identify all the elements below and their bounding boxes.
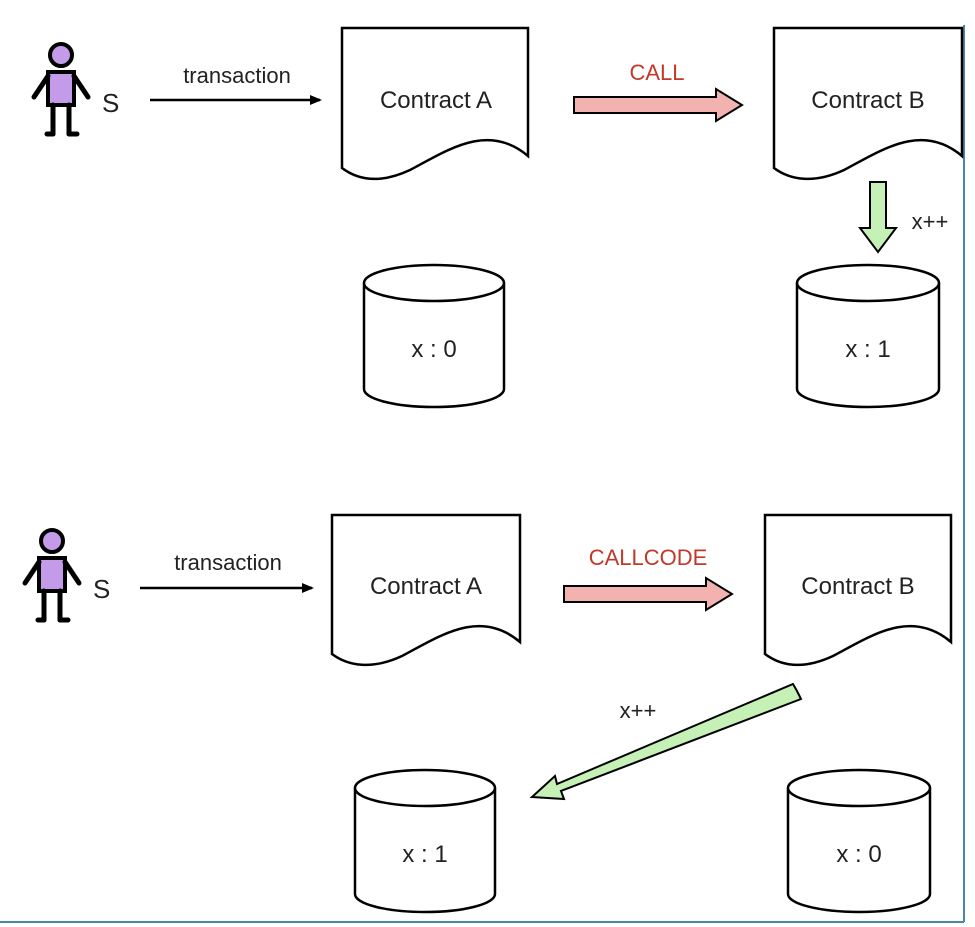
storage-b-value: x : 1	[845, 336, 890, 363]
transaction-label: transaction	[174, 550, 282, 575]
storage-b-cylinder	[795, 263, 941, 409]
storage-a-cylinder	[353, 768, 497, 914]
increment-arrow	[529, 682, 803, 801]
storage-a-cylinder	[362, 263, 506, 409]
increment-label: x++	[912, 209, 949, 234]
panel-callcode: S transaction Contract A CALLCODE Contra…	[22, 513, 953, 914]
contract-b-document	[763, 513, 953, 667]
contract-a-label: Contract A	[370, 573, 482, 600]
callcode-arrow	[563, 576, 734, 612]
storage-a-value: x : 1	[402, 841, 447, 868]
call-label: CALL	[629, 60, 684, 85]
increment-arrow	[858, 181, 898, 254]
call-arrow	[573, 87, 744, 123]
storage-b-value: x : 0	[836, 841, 881, 868]
sender-label: S	[102, 88, 119, 118]
storage-b-cylinder	[786, 768, 932, 914]
transaction-label: transaction	[183, 63, 291, 88]
sender-person-icon	[31, 42, 91, 137]
contract-a-document	[340, 26, 530, 181]
contract-b-document	[772, 26, 964, 181]
contract-a-label: Contract A	[380, 87, 492, 114]
storage-a-value: x : 0	[411, 336, 456, 363]
panel-call: S transaction Contract A CALL Contract B…	[31, 26, 964, 409]
contract-a-document	[330, 513, 522, 667]
contract-b-label: Contract B	[801, 573, 914, 600]
contract-b-label: Contract B	[811, 87, 924, 114]
call-label: CALLCODE	[589, 545, 708, 570]
sender-person-icon	[22, 528, 82, 623]
increment-label: x++	[620, 698, 657, 723]
sender-label: S	[93, 574, 110, 604]
